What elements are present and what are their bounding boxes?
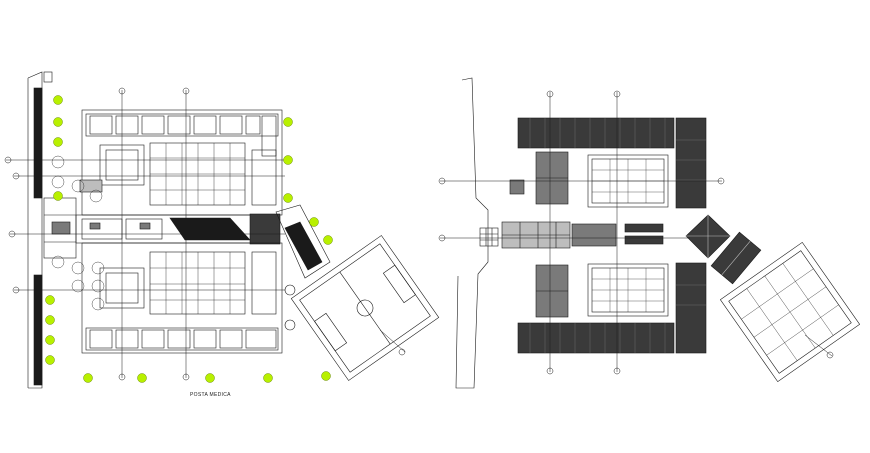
- entrance-spine: [43, 197, 77, 259]
- tree-icon: [205, 373, 215, 383]
- tree-icon: [53, 191, 63, 201]
- building-top-wing: [79, 109, 283, 216]
- plan-caption: POSTA MEDICA: [190, 392, 231, 398]
- palm-trees: [51, 155, 105, 311]
- palm-tree-icon: [71, 179, 85, 193]
- tree-icon: [45, 295, 55, 305]
- grid-axis-marker-icon: [118, 87, 126, 95]
- tree-icon: [45, 335, 55, 345]
- top-rooms: [89, 115, 277, 157]
- roof-grey-blocks: [509, 151, 569, 318]
- diagonal-link: [275, 204, 331, 331]
- palm-tree-icon: [71, 261, 85, 275]
- tree-icon: [283, 155, 293, 165]
- tree-icon: [283, 193, 293, 203]
- sports-field-left: [290, 235, 440, 381]
- grid-axis-markers-right: [438, 90, 834, 375]
- tree-icon: [321, 371, 331, 381]
- palm-tree-icon: [51, 155, 65, 169]
- grid-axis-marker-icon: [182, 87, 190, 95]
- bottom-court-grid: [150, 252, 245, 314]
- grid-axis-marker-icon: [613, 90, 621, 98]
- bottom-rooms: [89, 329, 277, 349]
- floor-plan: [4, 71, 440, 389]
- roof-diagonal: [710, 231, 762, 285]
- tree-icon: [137, 373, 147, 383]
- building-bottom-wing: [81, 242, 283, 354]
- tree-icon: [53, 117, 63, 127]
- tree-row: [45, 95, 333, 383]
- roof-pyramid: [685, 214, 731, 259]
- tree-icon: [53, 95, 63, 105]
- roof-corridor: [501, 221, 664, 249]
- grid-axis-marker-icon: [546, 90, 554, 98]
- tree-icon: [83, 373, 93, 383]
- roof-court-bottom: [587, 263, 669, 317]
- perimeter-wall-left: [27, 71, 53, 389]
- palm-tree-icon: [91, 279, 105, 293]
- tree-icon: [263, 373, 273, 383]
- tree-icon: [309, 217, 319, 227]
- roof-plan: [438, 77, 861, 389]
- tree-icon: [45, 315, 55, 325]
- roof-walkway: [455, 77, 499, 389]
- roof-top-band: [517, 117, 707, 209]
- grid-axis-markers-left: [4, 87, 406, 381]
- tree-icon: [45, 355, 55, 365]
- palm-tree-icon: [89, 189, 103, 203]
- tree-icon: [53, 137, 63, 147]
- sports-field-right: [719, 241, 861, 383]
- central-corridor: [75, 213, 281, 245]
- palm-tree-icon: [51, 175, 65, 189]
- palm-tree-icon: [51, 255, 65, 269]
- tree-icon: [283, 117, 293, 127]
- palm-tree-icon: [71, 279, 85, 293]
- palm-tree-icon: [91, 297, 105, 311]
- palm-tree-icon: [91, 261, 105, 275]
- top-court-grid: [150, 143, 245, 205]
- tree-icon: [323, 235, 333, 245]
- roof-bottom-band: [517, 262, 707, 354]
